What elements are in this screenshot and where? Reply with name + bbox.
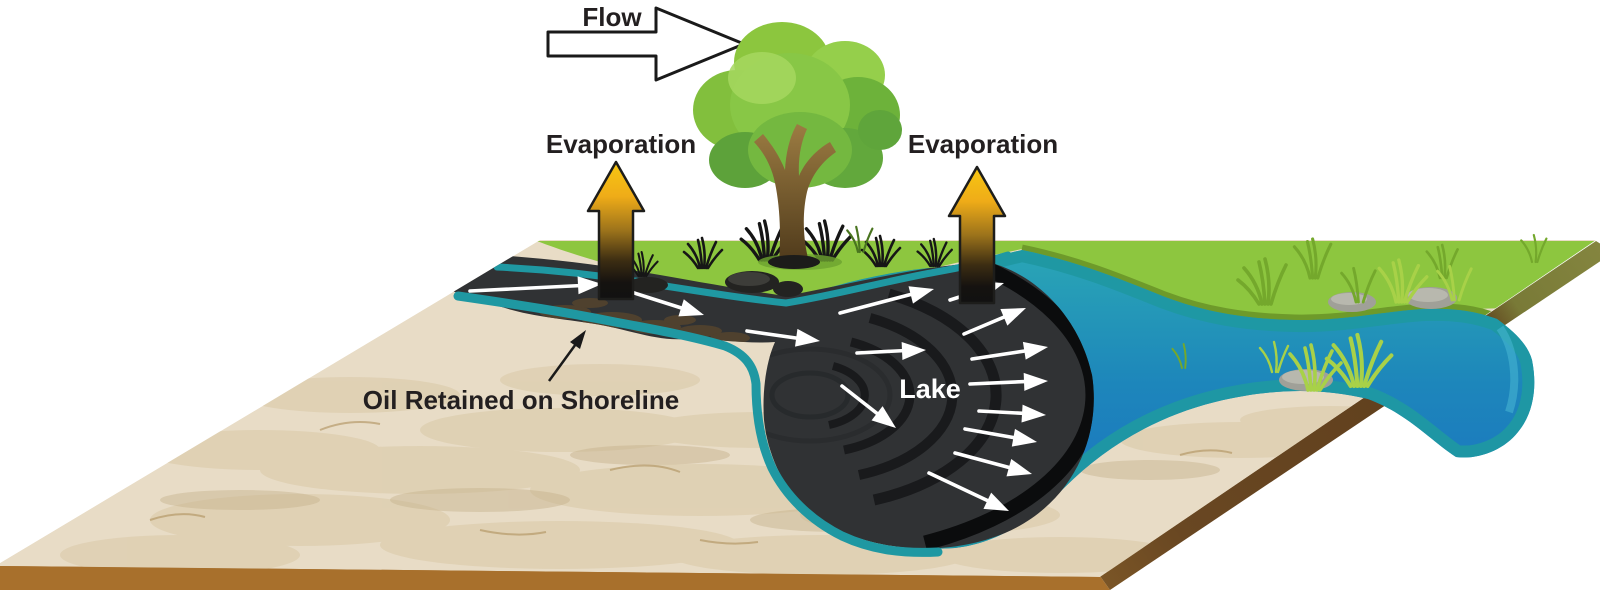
evaporation-arrow-left <box>586 160 646 301</box>
stream-flow-arrow <box>745 328 820 347</box>
spread-arrow <box>927 471 1009 511</box>
grass-tuft <box>1171 343 1187 369</box>
flow-direction-arrow <box>546 6 746 82</box>
grass-tuft <box>1258 340 1290 374</box>
spread-arrow <box>962 308 1026 336</box>
oiled-grass-tuft <box>916 237 953 268</box>
tree-canopy <box>693 22 902 188</box>
grass-tuft <box>1436 264 1473 302</box>
tree-base-oil <box>768 255 820 269</box>
flow-label: Flow <box>582 2 642 32</box>
grass-tuft <box>1236 257 1288 306</box>
grass-tuft <box>1520 233 1548 264</box>
grass-tuft <box>1288 343 1343 392</box>
stream-flow-arrow <box>468 276 602 295</box>
flow-arrows <box>468 276 1048 511</box>
spread-arrow <box>855 342 926 361</box>
oil-retained-pointer-arrow <box>547 330 586 382</box>
oiled-grass-tuft <box>682 236 724 270</box>
spread-arrow <box>838 286 934 315</box>
spread-arrow <box>953 451 1032 477</box>
labels: Flow Evaporation Evaporation Oil Retaine… <box>363 2 1058 415</box>
tree <box>693 22 902 270</box>
grass-tuft <box>1377 258 1429 304</box>
oiled-rock <box>628 271 803 297</box>
grass-tuft <box>1340 266 1377 304</box>
oil-sheen-rings <box>727 256 1094 549</box>
evaporation-label-right: Evaporation <box>908 129 1058 159</box>
spread-arrow <box>840 384 896 428</box>
spread-arrow <box>970 341 1048 361</box>
grass-tuft <box>846 225 874 254</box>
stream-flow-arrow <box>626 289 704 317</box>
evaporation-arrow-right <box>947 165 1007 305</box>
spread-arrow <box>968 372 1048 391</box>
waterfall-highlight <box>1496 325 1519 414</box>
oil-retained-label: Oil Retained on Shoreline <box>363 385 679 415</box>
spread-arrow <box>977 404 1046 423</box>
evaporation-label-left: Evaporation <box>546 129 696 159</box>
grass-tufts <box>626 219 1548 392</box>
grass-tuft <box>1324 332 1394 389</box>
tree-trunk <box>754 124 836 262</box>
grass-tuft <box>1292 237 1333 280</box>
sand-shadows <box>160 445 1220 532</box>
spread-arrow <box>963 427 1037 447</box>
lake-label: Lake <box>899 374 961 404</box>
soil-front-face <box>0 565 1110 590</box>
